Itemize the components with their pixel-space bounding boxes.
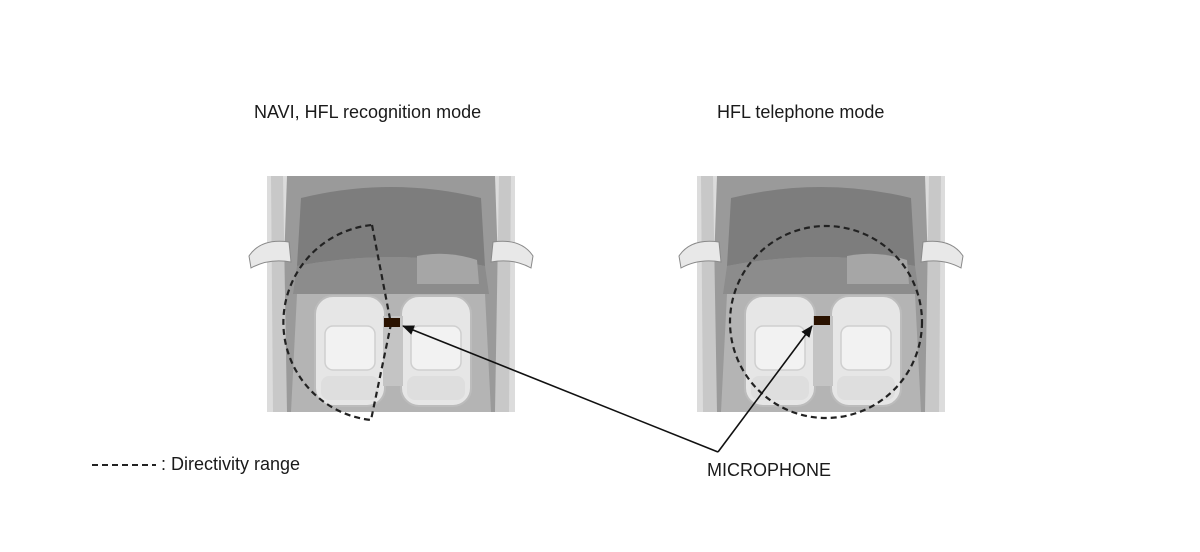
car-top-view-left xyxy=(248,175,534,413)
car-top-view-right xyxy=(678,175,964,413)
microphone-right xyxy=(814,316,830,325)
panel-title-navi-hfl-recognition: NAVI, HFL recognition mode xyxy=(254,102,482,122)
leader-arrow-left xyxy=(402,325,719,453)
leader-arrow-right xyxy=(717,325,813,453)
microphone-callout-label: MICROPHONE xyxy=(707,460,832,480)
directivity-range-sector xyxy=(282,223,393,422)
microphone-left xyxy=(384,318,400,327)
legend-label: : Directivity range xyxy=(161,454,301,474)
panel-title-hfl-telephone: HFL telephone mode xyxy=(717,102,885,122)
directivity-range-circle xyxy=(728,224,924,420)
